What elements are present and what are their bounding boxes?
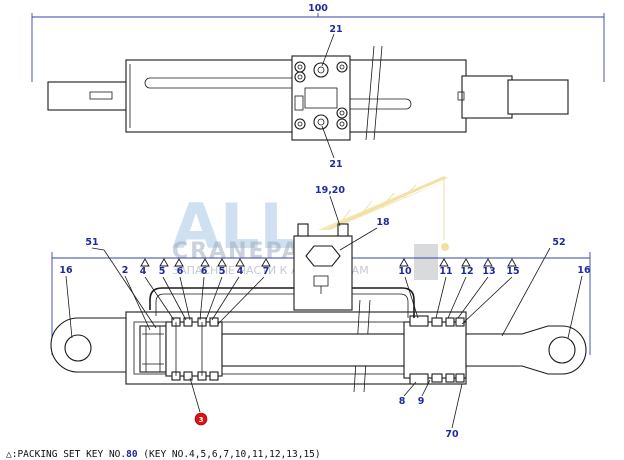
leaders-right-packing [404,276,513,325]
callout-70: 70 [445,429,459,440]
leaders-left-packing [144,276,265,325]
top-view: 100 [31,3,605,170]
callout-13: 13 [482,266,495,277]
piston-seals [171,317,219,381]
callout-18: 18 [376,217,390,228]
callout-5b: 5 [219,266,226,277]
leader-52 [501,247,551,337]
callout-6a: 6 [177,266,184,277]
callout-10: 10 [398,266,412,277]
trunnion-side-left [294,95,304,111]
trunnion-lug-left [297,223,309,237]
piston [165,321,223,377]
packing-triangles-right [399,258,517,267]
barrel-slot-left [144,77,292,89]
footer-key: 80 [126,449,138,460]
section-view: 19,20 18 16 16 51 52 2 4 5 6 6 [50,185,591,440]
nut-hatch [142,326,164,372]
leader-19-20 [329,195,341,227]
trunnion-hex [305,245,341,267]
leader-2 [124,275,151,331]
callout-100: 100 [308,3,328,14]
callout-9: 9 [418,396,425,407]
footer-symbol: △ [6,449,12,460]
left-eye-bore [64,334,92,362]
footer-suffix: (KEY NO.4,5,6,7,10,11,12,13,15) [138,449,321,460]
leader-21-lower [321,125,335,159]
callout-2: 2 [122,265,129,276]
rod-slot [89,91,113,100]
footer-prefix: :PACKING SET KEY NO. [12,449,126,460]
oil-tube-inner [155,293,409,318]
callout-19-20: 19,20 [315,185,345,196]
callout-16-right: 16 [577,265,591,276]
callout-8: 8 [399,396,406,407]
right-rod-end [507,79,569,115]
callout-5a: 5 [159,266,166,277]
gland-seals [409,315,465,385]
oil-tube-outer [149,287,415,318]
callout-15: 15 [506,266,519,277]
leader-16-left [65,275,73,339]
callout-52: 52 [552,237,565,248]
red-marker-3 [194,412,208,426]
leader-9 [421,379,431,397]
left-rod-end [47,81,129,111]
callout-4a: 4 [140,266,147,277]
callout-11: 11 [439,266,452,277]
leader-8 [403,381,417,397]
leader-51a [91,247,105,251]
leader-3 [189,377,201,413]
callout-16-left: 16 [59,265,73,276]
leader-70 [451,383,463,429]
callout-21-upper: 21 [329,24,342,35]
watermark-main: ALL [172,190,299,263]
trunnion-center [304,87,338,109]
right-end-cap [461,75,513,119]
bolt-heads [294,61,348,130]
break-lines-top [365,45,383,141]
callout-6b: 6 [201,266,208,277]
callout-12: 12 [460,266,473,277]
leader-16-right [567,275,583,339]
callout-51: 51 [85,237,98,248]
callout-4b: 4 [237,266,244,277]
leader-18 [339,227,378,251]
footer-note: △:PACKING SET KEY NO.80 (KEY NO.4,5,6,7,… [6,449,321,460]
leader-21-upper [321,33,335,67]
callout-21-lower: 21 [329,159,342,170]
barrel-slot-right [350,98,412,110]
leader-51b [103,249,157,329]
piston-nut [139,325,167,373]
right-eye-bore [548,336,576,364]
trunnion-lug-right [337,223,349,237]
red-marker-3-label: 3 [199,416,204,424]
gland-head [403,321,467,379]
callout-7: 7 [263,266,270,277]
packing-triangles-left [140,258,271,267]
footer-text: △:PACKING SET KEY NO.80 (KEY NO.4,5,6,7,… [6,449,321,460]
watermark-crane-icon [318,176,449,280]
cap-detail [457,91,465,101]
